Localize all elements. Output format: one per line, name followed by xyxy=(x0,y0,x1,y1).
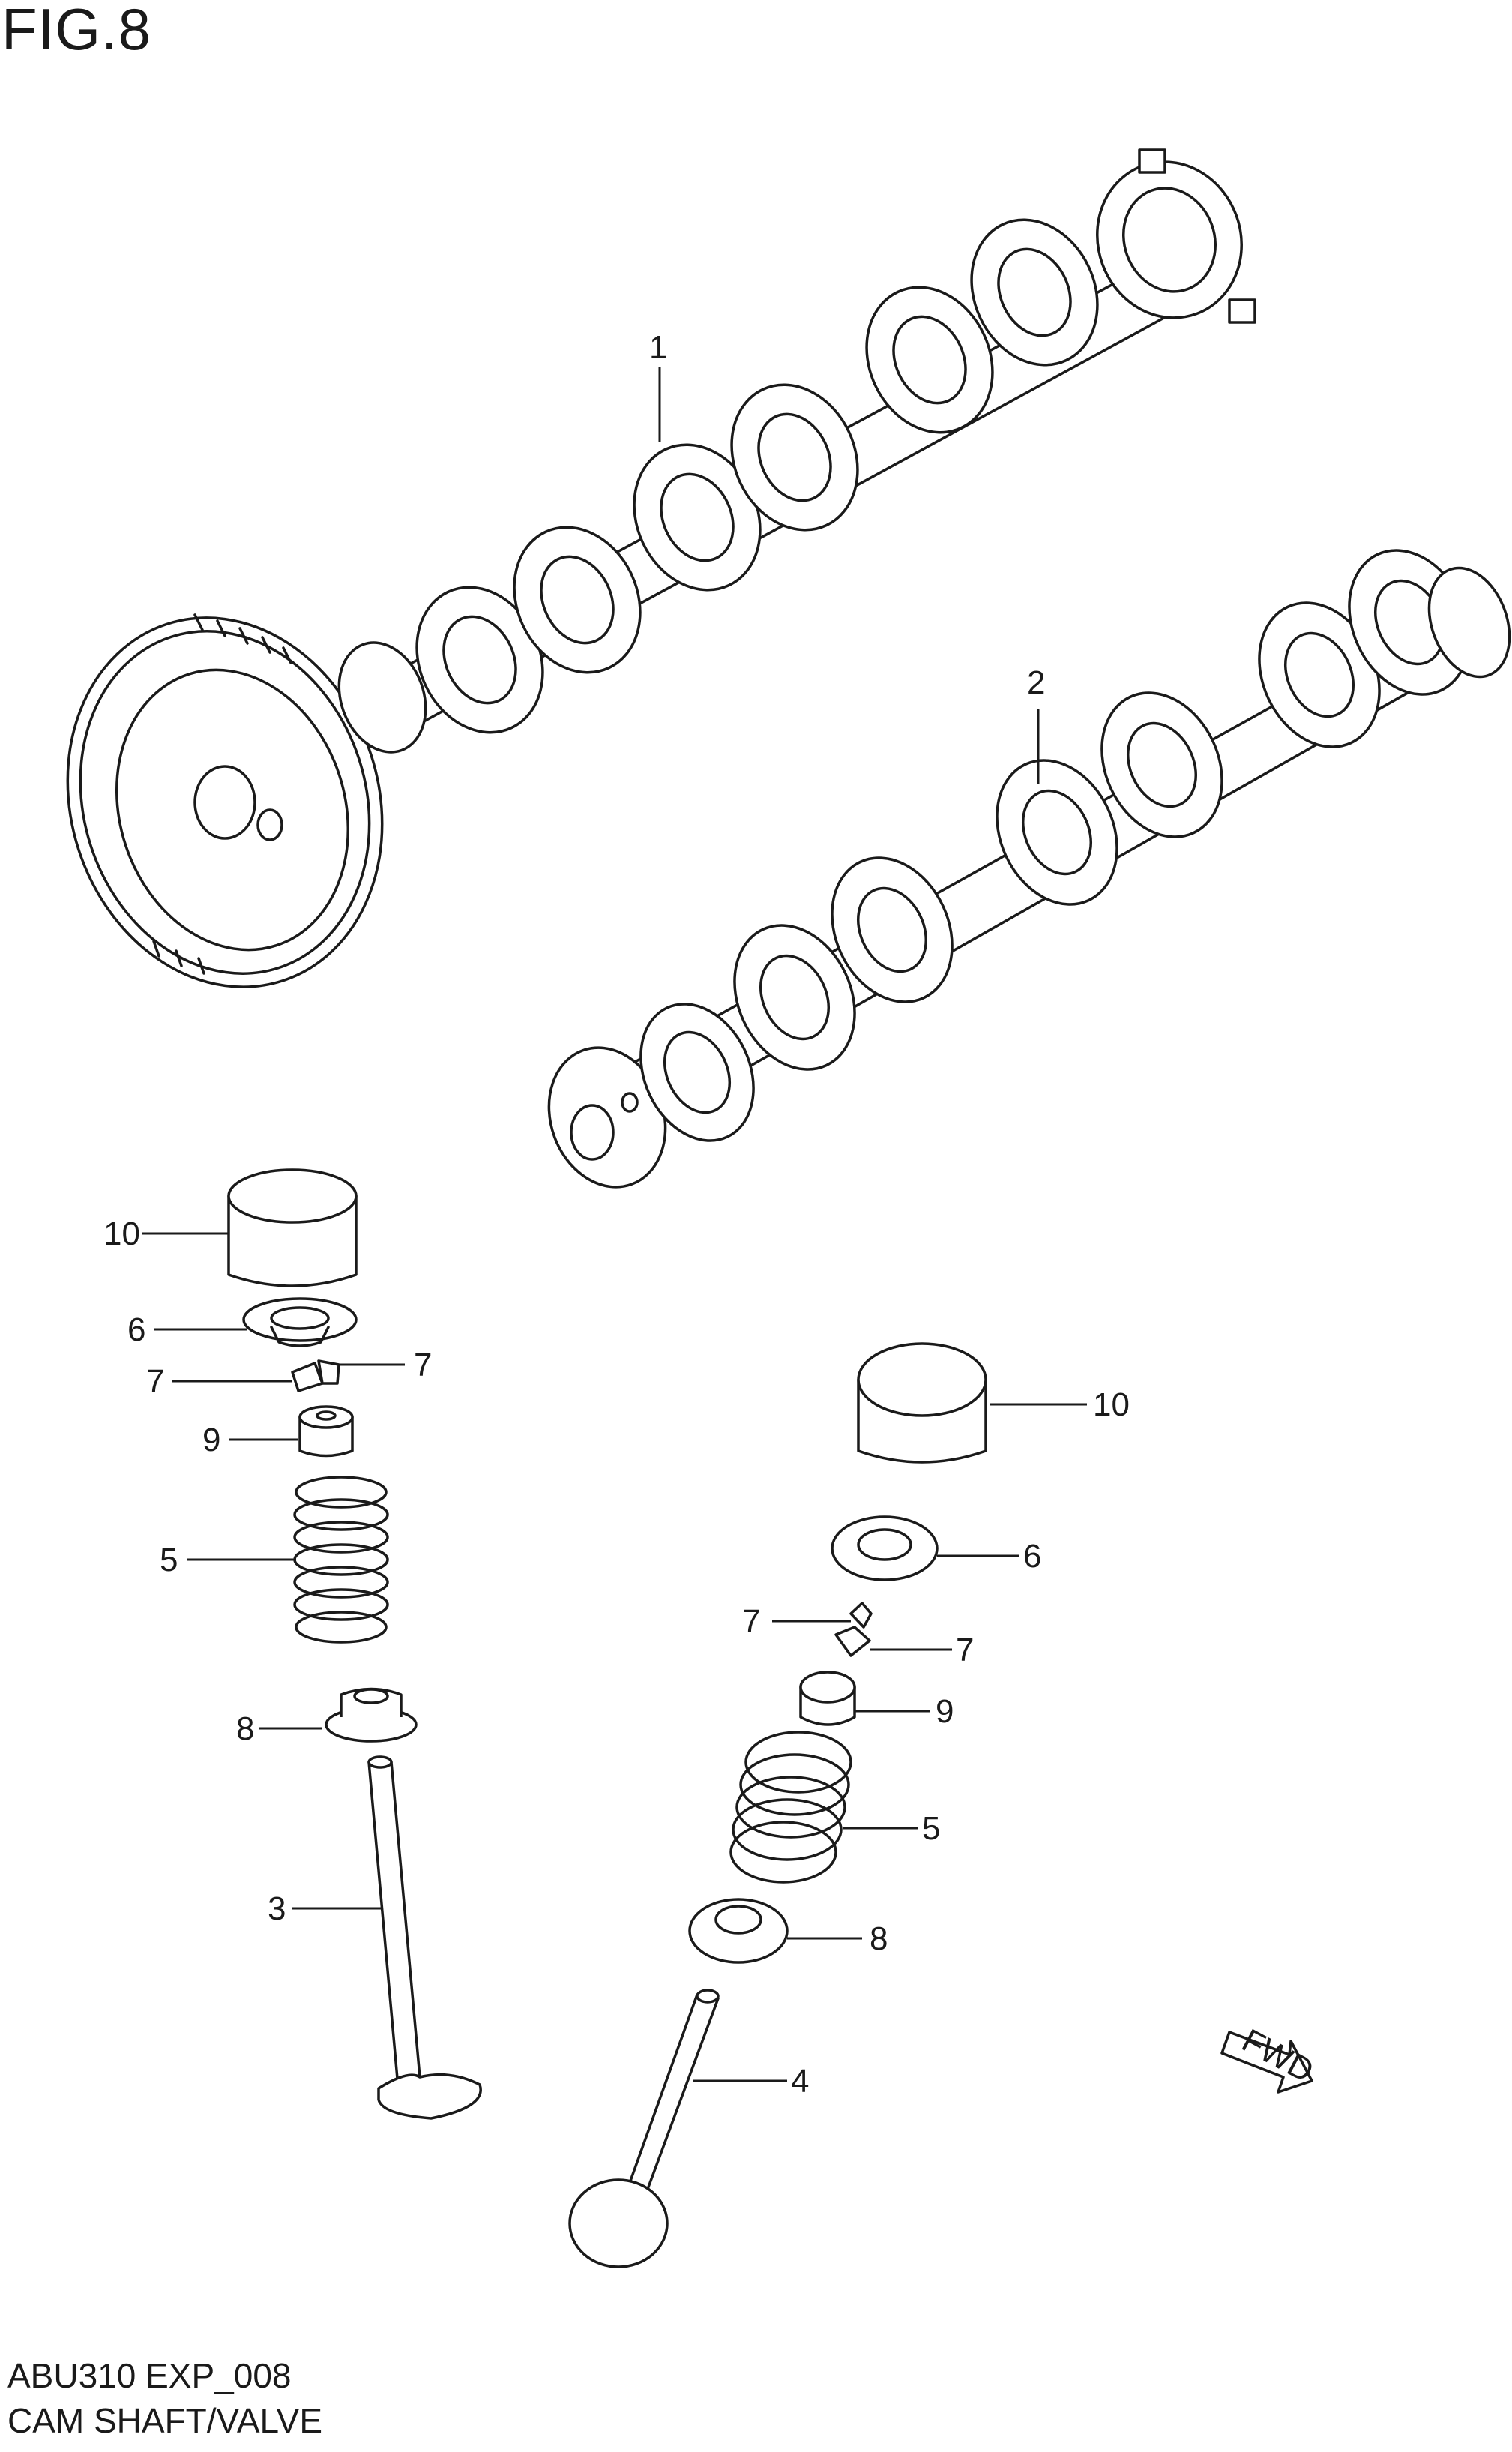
callout-10a: 10 xyxy=(103,1216,140,1252)
callout-7c: 7 xyxy=(742,1603,760,1640)
retainer-right[interactable] xyxy=(831,1515,939,1581)
valve-exhaust[interactable] xyxy=(568,1989,720,2268)
spring-seat-right[interactable] xyxy=(688,1898,789,1964)
stem-seal-left[interactable] xyxy=(298,1405,354,1458)
callout-6b: 6 xyxy=(1023,1538,1041,1575)
cotter-right[interactable] xyxy=(834,1602,873,1657)
right-valve-assembly xyxy=(568,1342,987,2268)
spring-left[interactable] xyxy=(293,1476,389,1644)
callout-10b: 10 xyxy=(1093,1386,1130,1423)
callout-5b: 5 xyxy=(922,1810,940,1847)
callout-9a: 9 xyxy=(202,1422,220,1458)
callout-1: 1 xyxy=(649,329,667,366)
cotter-left[interactable] xyxy=(291,1359,340,1392)
fwd-label: FWD xyxy=(1236,2022,1319,2089)
callout-7b: 7 xyxy=(414,1347,432,1383)
valve-intake[interactable] xyxy=(367,1755,482,2120)
diagram-code: ABU310 EXP_008 xyxy=(7,2356,292,2395)
callout-7d: 7 xyxy=(956,1632,974,1668)
fwd-arrow: FWD xyxy=(1220,2022,1319,2094)
callout-labels: 1 2 3 4 5 5 6 6 7 7 7 7 8 8 9 9 10 10 xyxy=(103,329,1130,2100)
stem-seal-right[interactable] xyxy=(799,1671,856,1726)
callout-3: 3 xyxy=(268,1890,286,1927)
figure-title: FIG.8 xyxy=(1,0,152,62)
retainer-left[interactable] xyxy=(242,1297,358,1347)
callout-5a: 5 xyxy=(160,1542,178,1578)
tappet-right[interactable] xyxy=(857,1342,987,1464)
camshaft-exhaust[interactable] xyxy=(530,531,1512,1204)
callout-7a: 7 xyxy=(146,1363,164,1400)
camshaft-intake[interactable] xyxy=(21,142,1263,1028)
spring-right[interactable] xyxy=(729,1731,852,1884)
callout-8b: 8 xyxy=(870,1920,888,1957)
leader-lines xyxy=(142,367,1087,2082)
diagram-name: CAM SHAFT/VALVE xyxy=(7,2401,323,2440)
callout-9b: 9 xyxy=(936,1693,954,1730)
callout-8a: 8 xyxy=(236,1710,254,1747)
callout-2: 2 xyxy=(1027,664,1045,701)
callout-4: 4 xyxy=(791,2063,809,2100)
left-valve-assembly xyxy=(227,1168,482,2120)
tappet-left[interactable] xyxy=(227,1168,358,1287)
callout-6a: 6 xyxy=(127,1311,145,1348)
spring-seat-left[interactable] xyxy=(325,1687,418,1743)
